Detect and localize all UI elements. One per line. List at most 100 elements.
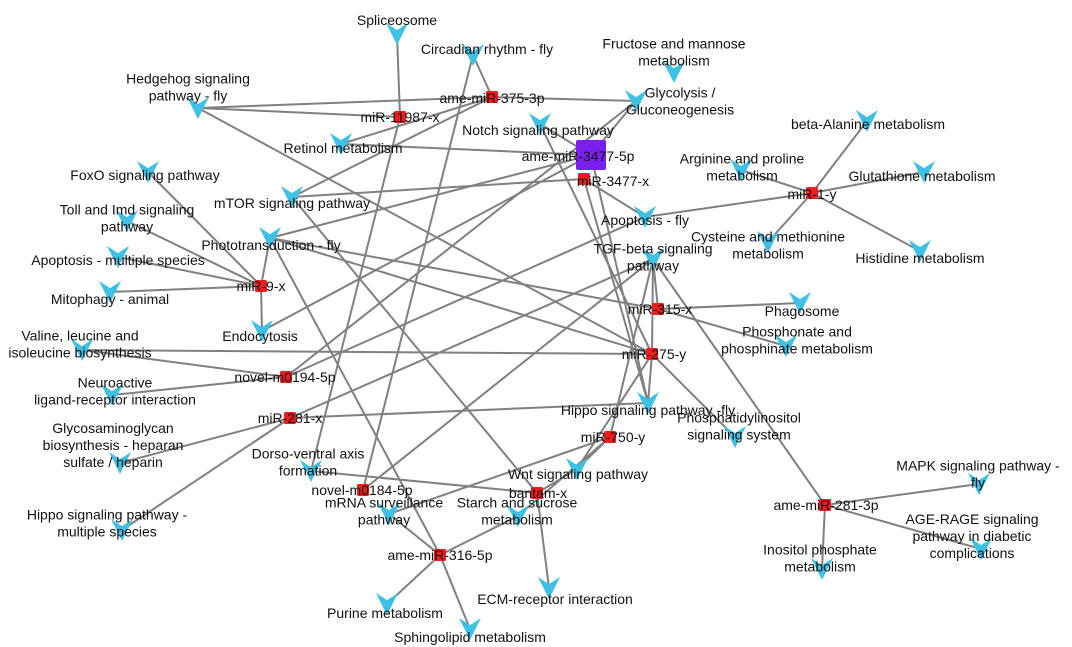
- mirna-node-m_bantam[interactable]: [531, 487, 543, 499]
- pathway-p_mapk-label-line: fly: [971, 475, 985, 491]
- pathway-p_hedge-label-line: pathway - fly: [149, 88, 228, 104]
- mirna-node-m_9x[interactable]: [255, 280, 267, 292]
- pathway-node-p_bala[interactable]: [856, 110, 878, 132]
- edge-m_281_3p-p_mapk: [824, 483, 980, 506]
- pathway-node-p_toll[interactable]: [116, 210, 138, 232]
- pathway-node-p_mito[interactable]: [99, 281, 121, 303]
- pathway-node-p_arg[interactable]: [730, 159, 752, 181]
- pathway-node-p_glyco[interactable]: [625, 90, 647, 112]
- pathway-p_photo-label-line: Phototransduction - fly: [201, 237, 340, 253]
- pathway-node-p_apofly[interactable]: [634, 206, 656, 228]
- pathway-node-p_endo[interactable]: [251, 320, 273, 342]
- pathway-node-p_cys[interactable]: [757, 231, 779, 253]
- pathway-node-p_hedge[interactable]: [187, 97, 209, 119]
- edge-m_11987-p_dv: [310, 116, 401, 472]
- pathway-node-p_ino[interactable]: [811, 558, 833, 580]
- mirna-node-m_1y[interactable]: [806, 187, 818, 199]
- pathway-node-p_purine[interactable]: [376, 593, 398, 615]
- pathway-p_glyco-label-line: Gluconeogenesis: [626, 102, 734, 118]
- edge-m_1y-p_bala: [811, 120, 868, 194]
- pathway-node-p_phago[interactable]: [789, 292, 811, 314]
- edge-m_9x-p_toll: [126, 220, 262, 287]
- pathway-p_wnt-label-line: Wnt signaling pathway: [508, 466, 648, 482]
- pathway-p_neuro-label-line: Neuroactive: [78, 375, 153, 391]
- pathway-node-p_splice[interactable]: [386, 23, 408, 45]
- mirna-m_316_5p-label: ame-miR-316-5p: [387, 547, 492, 563]
- pathway-node-p_wnt[interactable]: [566, 458, 588, 480]
- pathway-node-p_photo[interactable]: [259, 227, 281, 249]
- pathway-node-p_foxo[interactable]: [137, 161, 159, 183]
- pathway-node-p_gag[interactable]: [109, 452, 131, 474]
- pathway-node-p_notch[interactable]: [529, 113, 551, 135]
- pathway-node-p_mrna[interactable]: [378, 503, 400, 525]
- pathway-p_ecm-label-line: ECM-receptor interaction: [477, 591, 633, 607]
- mirna-node-m_281x[interactable]: [284, 412, 296, 424]
- mirna-node-m_11987[interactable]: [394, 111, 406, 123]
- pathway-p_age-label-line: AGE-RAGE signaling: [905, 511, 1038, 527]
- mirna-node-m_3477x[interactable]: [578, 173, 590, 185]
- mirna-node-m_375_3p[interactable]: [486, 91, 498, 103]
- mirna-node-m_281_3p[interactable]: [819, 499, 831, 511]
- edge-m_3477x-p_hipfly: [583, 178, 649, 404]
- edge-m_bantam-p_mtor: [291, 196, 538, 494]
- pathway-node-p_neuro[interactable]: [101, 384, 123, 406]
- mirna-m_281_3p-label: ame-miR-281-3p: [773, 497, 878, 513]
- pathway-node-p_sphingo[interactable]: [459, 618, 481, 640]
- mirna-node-m_750y[interactable]: [604, 431, 616, 443]
- mirna-node-m_275y[interactable]: [646, 348, 658, 360]
- pathway-node-p_apomulti[interactable]: [107, 246, 129, 268]
- edge-m_375_3p-p_circ: [472, 54, 493, 98]
- mirna-m_novel184-label: novel-m0184-5p: [311, 482, 412, 498]
- pathway-p_mito-label-line: Mitophagy - animal: [51, 291, 169, 307]
- pathway-node-p_age[interactable]: [970, 538, 992, 560]
- pathway-p_apofly-label-line: Apoptosis - fly: [601, 212, 689, 228]
- pathway-node-p_mapk[interactable]: [968, 473, 990, 495]
- pathway-p_hipfly-label: Hippo signaling pathway -fly: [561, 402, 735, 418]
- pathway-node-p_starch[interactable]: [507, 505, 529, 527]
- pathway-node-p_phosph[interactable]: [775, 335, 797, 357]
- pathway-p_gag-label-line: sulfate / heparin: [63, 454, 163, 470]
- pathway-node-p_tgf[interactable]: [642, 248, 664, 270]
- pathway-node-p_pis[interactable]: [724, 426, 746, 448]
- edge-m_1y-p_glut: [811, 171, 925, 194]
- edge-m_281_3p-p_tgf: [652, 258, 826, 506]
- pathway-node-p_mtor[interactable]: [281, 186, 303, 208]
- pathway-node-p_hist[interactable]: [909, 240, 931, 262]
- pathway-p_hipmulti-label-line: Hippo signaling pathway -: [27, 507, 188, 523]
- pathway-p_val-label-line: Valine, leucine and: [21, 328, 138, 344]
- edge-m_novel194-p_val: [81, 349, 287, 378]
- pathway-p_hist-label: Histidine metabolism: [855, 250, 984, 266]
- pathway-p_mapk-label: MAPK signaling pathway -fly: [896, 458, 1060, 491]
- mirna-node-m_315x[interactable]: [652, 303, 664, 315]
- pathway-node-p_hipmulti[interactable]: [111, 519, 133, 541]
- pathway-node-p_hipfly[interactable]: [637, 392, 659, 414]
- pathway-node-p_retinol[interactable]: [330, 133, 352, 155]
- mirna-node-m_316_5p[interactable]: [434, 549, 446, 561]
- pathway-p_splice-label-line: Spliceosome: [357, 12, 437, 28]
- pathway-p_glyco-label: Glycolysis /Gluconeogenesis: [626, 85, 734, 118]
- mirna-node-m_3477_5p[interactable]: [576, 140, 606, 170]
- pathway-node-p_dv[interactable]: [300, 460, 322, 482]
- pathway-p_fruct-label-line: Fructose and mannose: [602, 36, 745, 52]
- pathway-node-p_val[interactable]: [71, 339, 93, 361]
- mirna-node-m_novel184[interactable]: [357, 484, 369, 496]
- pathway-p_retinol-label: Retinol metabolism: [283, 140, 402, 156]
- pathway-p_starch-label-line: Starch and sucrose: [457, 495, 578, 511]
- pathway-node-p_ecm[interactable]: [538, 577, 560, 599]
- pathway-node-p_circ[interactable]: [462, 44, 484, 66]
- edge-m_3477_5p-p_photo: [269, 154, 592, 239]
- pathway-node-p_glut[interactable]: [913, 161, 935, 183]
- mirna-m_275y-label: miR-275-y: [622, 346, 687, 362]
- edge-m_315x-p_phosph: [657, 308, 787, 347]
- pathway-node-p_fruct[interactable]: [663, 61, 685, 83]
- edge-m_281x-p_gag: [119, 417, 291, 464]
- pathway-p_notch-label: Notch signaling pathway: [462, 122, 614, 138]
- mirna-node-m_novel194[interactable]: [280, 371, 292, 383]
- edge-m_3477_5p-p_retinol: [340, 143, 592, 156]
- pathway-p_toll-label-line: Toll and Imd signaling: [60, 202, 195, 218]
